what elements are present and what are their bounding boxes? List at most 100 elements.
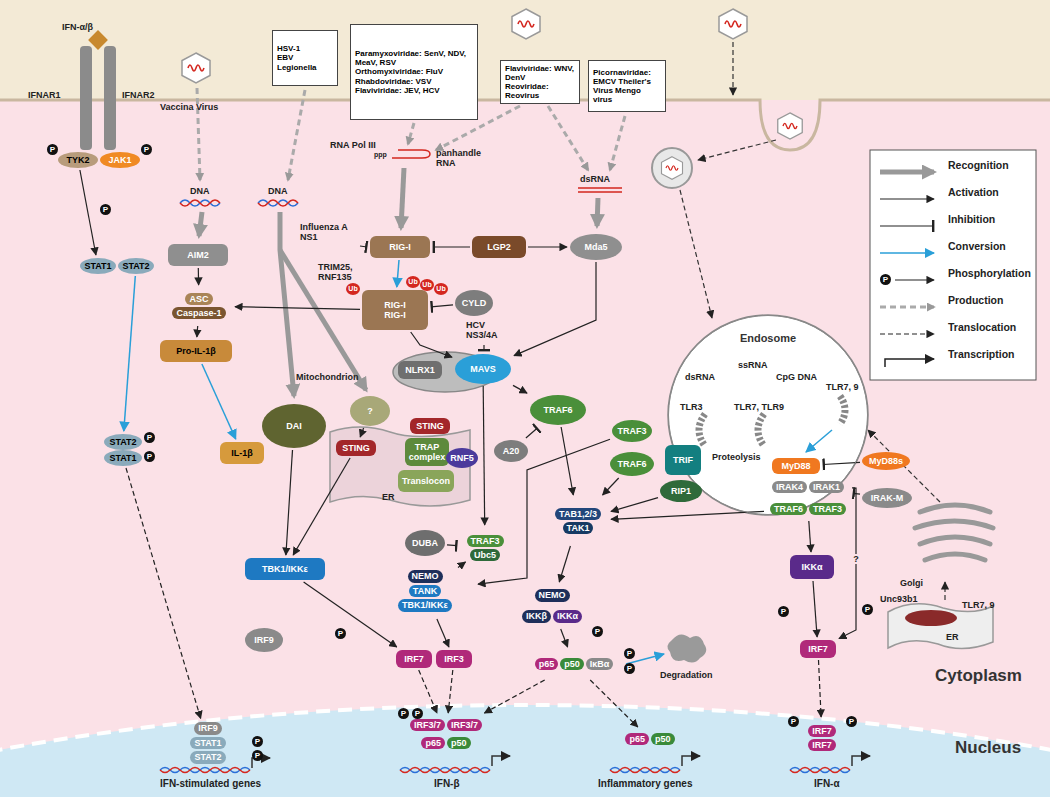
protein-complex: TRAF6TRAF3 xyxy=(766,499,850,519)
node-label: ASC xyxy=(185,293,212,305)
protein-node: LGP2 xyxy=(472,236,526,258)
node-label: IRF7 xyxy=(808,725,836,737)
protein-node: MAVS xyxy=(455,354,511,384)
activation-connector xyxy=(611,498,658,512)
activation-connector xyxy=(559,546,570,582)
protein-node: IKKα xyxy=(790,555,834,579)
node-label: Caspase-1 xyxy=(172,307,225,319)
protein-node: TRAF6 xyxy=(530,395,586,425)
text-label: Vaccina Virus xyxy=(160,102,218,112)
node-label: NEMO xyxy=(408,570,443,582)
phospho-mark: P xyxy=(144,451,155,462)
inhibition-connector xyxy=(433,246,470,247)
node-label: IRAK-M xyxy=(871,493,904,503)
edge-label: ? xyxy=(851,554,861,564)
activation-connector xyxy=(196,326,198,337)
virus-list-box: HSV-1EBVLegionella xyxy=(272,30,338,86)
text-label: IFN-α xyxy=(814,778,840,790)
conversion-connector xyxy=(124,276,136,431)
node-label: MyD88s xyxy=(869,456,903,466)
legend-text: Inhibition xyxy=(948,213,995,225)
phospho-mark: P xyxy=(846,716,857,727)
translocation-connector xyxy=(590,680,638,727)
protein-complex: IRF3/7IRF3/7p65p50 xyxy=(400,716,492,752)
node-label: RIP1 xyxy=(671,486,691,496)
protein-complex: ASC Caspase-1 xyxy=(166,288,232,324)
activation-connector xyxy=(293,458,350,555)
node-label: CYLD xyxy=(462,298,487,308)
text-label: Cytoplasm xyxy=(935,666,1022,686)
node-label: Reoviridae: Reovirus xyxy=(505,82,575,100)
phospho-mark: P xyxy=(100,204,111,215)
node-label: TRAF3 xyxy=(809,503,846,515)
text-label: dsRNA xyxy=(580,174,610,184)
activation-connector xyxy=(198,268,200,285)
node-label: p50 xyxy=(651,733,675,745)
node-label: STING xyxy=(342,443,370,453)
text-label: Unc93b1 xyxy=(880,594,918,604)
phospho-mark: P xyxy=(880,274,891,285)
text-label: Influenza A NS1 xyxy=(300,222,362,243)
inhibition-connector xyxy=(823,462,860,464)
protein-complex: IRAK4IRAK1 xyxy=(766,477,850,497)
node-label: Flaviviridae: WNV, DenV xyxy=(505,64,575,82)
node-label: TAK1 xyxy=(563,522,594,534)
text-label: IFN-stimulated genes xyxy=(160,778,261,790)
protein-complex: NEMOTANKTBK1/IKKε xyxy=(375,565,475,617)
text-label: DNA xyxy=(268,186,288,196)
activation-connector xyxy=(478,439,610,584)
text-label: TRIM25, RNF135 xyxy=(318,262,368,283)
node-label: Pro-IL-1β xyxy=(176,346,216,356)
node-label: RIG-I xyxy=(384,310,406,320)
node-label: Legionella xyxy=(277,63,317,72)
activation-connector xyxy=(360,428,363,437)
translocation-connector xyxy=(126,468,201,719)
protein-node: Translocon xyxy=(398,470,454,492)
protein-node: STING xyxy=(336,440,376,456)
text-label: IFNAR1 xyxy=(28,90,61,100)
node-label: IRF3 xyxy=(444,654,464,664)
protein-complex: IRF9STAT1STAT2 xyxy=(168,721,248,764)
node-label: TAB1,2/3 xyxy=(555,508,601,520)
activation-connector xyxy=(411,332,452,357)
text-label: TLR3 xyxy=(680,402,703,412)
legend-text: Translocation xyxy=(948,321,1016,333)
node-label: p65 xyxy=(421,737,445,749)
protein-node: Pro-IL-1β xyxy=(160,340,232,362)
node-label: IRF7 xyxy=(808,644,828,654)
protein-node: RIG-IRIG-I xyxy=(362,290,428,330)
phospho-mark: P xyxy=(788,716,799,727)
activation-connector xyxy=(561,427,573,495)
node-label: TBK1/IKKε xyxy=(262,564,308,574)
node-label: DUBA xyxy=(412,538,438,548)
activation-connector xyxy=(513,385,527,393)
node-label: STAT2 xyxy=(190,751,225,763)
text-label: Mitochondrion xyxy=(296,372,359,382)
node-label: IRF9 xyxy=(194,722,222,734)
node-label: STAT1 xyxy=(109,453,136,463)
node-label: TRIF xyxy=(673,455,693,465)
text-label: HCV NS3/4A xyxy=(466,320,502,341)
node-label: STAT1 xyxy=(84,261,111,271)
virus-list-box: Paramyxoviridae: SenV, NDV, MeaV, RSVOrt… xyxy=(350,24,478,120)
ubiquitin-mark: Ub xyxy=(346,283,360,295)
protein-node: IRF3 xyxy=(436,650,472,668)
node-label: p50 xyxy=(447,737,471,749)
protein-complex: NEMOIKKβIKKα xyxy=(520,585,584,627)
node-label: p50 xyxy=(560,658,584,670)
node-label: NLRX1 xyxy=(405,365,435,375)
virus-list-box: Flaviviridae: WNV, DenVReoviridae: Reovi… xyxy=(500,60,580,104)
node-label: RIG-I xyxy=(389,242,411,252)
node-label: IRF7 xyxy=(808,739,836,751)
protein-node: Mda5 xyxy=(570,234,622,260)
conversion-connector xyxy=(397,260,399,287)
phospho-mark: P xyxy=(778,606,789,617)
node-label: IRF7 xyxy=(404,654,424,664)
text-label: ER xyxy=(946,632,959,642)
node-label: Endosome xyxy=(740,332,796,345)
protein-complex: IRF7IRF7 xyxy=(802,720,842,756)
text-label: ppp xyxy=(374,151,387,159)
node-label: STAT2 xyxy=(109,437,136,447)
text-label: Proteolysis xyxy=(712,452,761,462)
activation-connector xyxy=(813,581,817,637)
